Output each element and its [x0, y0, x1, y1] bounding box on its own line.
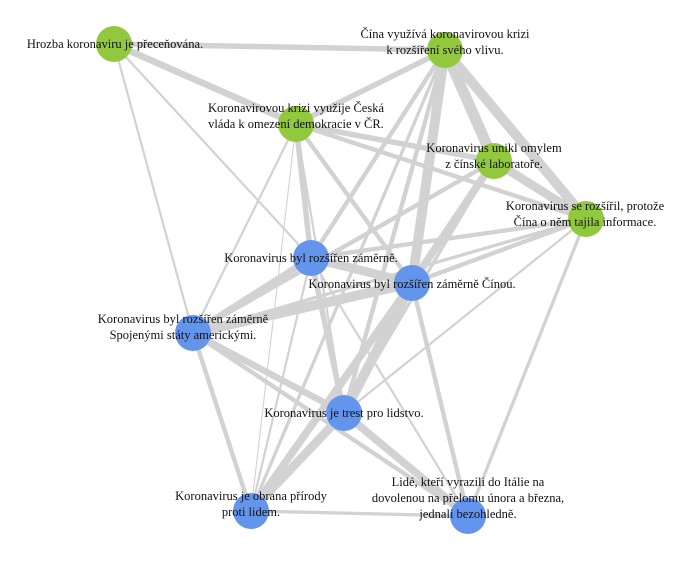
edge-n7-n11: [409, 280, 471, 519]
node-label-line: Čína o něm tajila informace.: [514, 215, 657, 229]
node-label-line: jednali bezohledně.: [418, 507, 516, 521]
edge-n10-n11: [249, 509, 470, 518]
node-n2[interactable]: [427, 32, 463, 68]
nodes-layer: [96, 26, 604, 534]
node-label-n2: Čína využívá koronavirovou krizi k rozšíř…: [360, 27, 530, 57]
node-label-line: Spojenými státy americkými.: [110, 328, 257, 342]
node-label-line: vláda k omezení demokracie v ČR.: [208, 117, 384, 131]
edge-n3-n6: [293, 121, 314, 261]
edge-n7-n10: [247, 279, 416, 515]
edge-n9-n5: [342, 217, 588, 415]
node-label-line: z čínské laboratoře.: [445, 157, 543, 171]
node-n7[interactable]: [394, 265, 430, 301]
edge-n3-n7: [293, 121, 415, 286]
node-n4[interactable]: [476, 143, 512, 179]
node-n3[interactable]: [278, 106, 314, 142]
node-n10[interactable]: [233, 493, 269, 529]
edge-n1-n8: [112, 42, 195, 335]
node-label-n4: Koronavirus unikl omylem z čínské laborat…: [426, 141, 562, 171]
node-label-line: Koronavirus byl rozšířen záměrně.: [224, 251, 398, 265]
node-n11[interactable]: [450, 498, 486, 534]
edge-n3-n10: [250, 123, 297, 512]
node-label-n6: Koronavirus byl rozšířen záměrně.: [224, 251, 398, 265]
edge-n2-n6: [308, 47, 448, 261]
labels-layer: Hrozba koronaviru je přeceňována. Čína vy…: [27, 27, 665, 521]
node-label-line: Koronavirus byl rozšířen záměrně: [98, 312, 269, 326]
edge-n2-n4: [439, 44, 500, 167]
node-label-line: Koronavirus byl rozšířen záměrně Čínou.: [308, 277, 515, 291]
edge-n8-n6: [189, 254, 315, 337]
edge-n9-n11: [340, 409, 472, 520]
node-n1[interactable]: [96, 26, 132, 62]
node-label-line: Lidé, kteří vyrazili do Itálie na: [392, 475, 545, 489]
edge-n5-n11: [466, 217, 588, 518]
edge-n4-n5: [489, 156, 591, 224]
node-label-line: Koronavirus se rozšířil, protože: [506, 199, 665, 213]
node-label-line: Koronavirovou krizi využije Česká: [208, 101, 384, 115]
edge-n3-n5: [293, 121, 589, 222]
edge-n3-n4: [293, 121, 497, 164]
edge-n6-n10: [249, 256, 313, 513]
node-n8[interactable]: [175, 315, 211, 351]
edge-n1-n6: [112, 42, 313, 260]
edge-n2-n9: [341, 47, 448, 416]
node-label-line: Koronavirus je obrana přírody: [175, 489, 327, 503]
node-label-n10: Koronavirus je obrana přírody proti lidem…: [175, 489, 327, 519]
edge-n3-n8: [191, 122, 298, 335]
node-n5[interactable]: [568, 201, 604, 237]
node-label-n11: Lidé, kteří vyrazili do Itálie na dovolen…: [372, 475, 564, 521]
edge-n5-n7: [409, 216, 589, 286]
node-label-line: dovolenou na přelomu února a března,: [372, 491, 564, 505]
node-label-line: proti lidem.: [222, 505, 280, 519]
node-label-n7: Koronavirus byl rozšířen záměrně Čínou.: [308, 277, 515, 291]
edge-n8-n9: [189, 329, 348, 417]
edge-n3-n2: [293, 47, 448, 127]
node-label-line: Hrozba koronaviru je přeceňována.: [27, 37, 203, 51]
node-label-line: Čína využívá koronavirovou krizi: [360, 27, 530, 41]
node-n6[interactable]: [293, 240, 329, 276]
node-label-line: Koronavirus unikl omylem: [426, 141, 562, 155]
edge-n7-n8: [191, 281, 414, 335]
node-label-line: k rozšíření svého vlivu.: [386, 43, 503, 57]
node-label-line: Koronavirus je trest pro lidstvo.: [264, 406, 423, 420]
edges-layer: [110, 40, 591, 520]
edge-n8-n10: [190, 330, 254, 514]
node-label-n9: Koronavirus je trest pro lidstvo.: [264, 406, 423, 420]
edge-n8-n5: [191, 217, 588, 335]
node-n9[interactable]: [326, 395, 362, 431]
edge-n1-n2: [111, 41, 448, 53]
edge-n1-n3: [110, 40, 300, 128]
edge-n2-n10: [249, 48, 447, 513]
node-label-n1: Hrozba koronaviru je přeceňována.: [27, 37, 203, 51]
node-label-n3: Koronavirovou krizi využije Česká vláda k…: [208, 101, 384, 131]
edge-n2-n5: [440, 45, 591, 224]
